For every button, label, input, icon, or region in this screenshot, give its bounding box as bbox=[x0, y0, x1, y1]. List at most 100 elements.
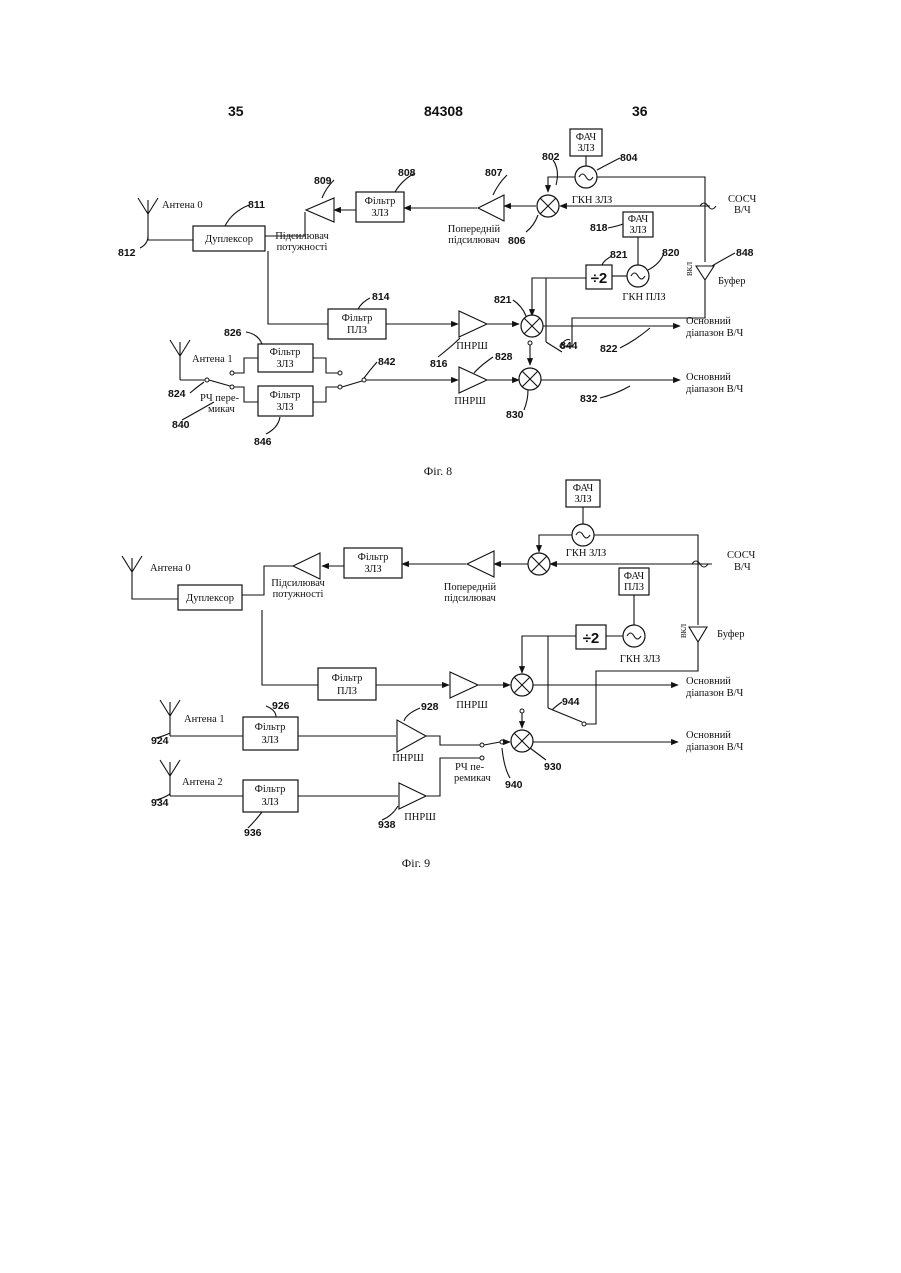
pll-rx-label-1: ФАЧ bbox=[624, 571, 645, 582]
tx-mixer-icon bbox=[528, 553, 550, 575]
lna-label: ПНРШ bbox=[456, 341, 488, 352]
antenna-0-label: Антена 0 bbox=[162, 200, 203, 211]
filter-a-label-1: Фільтр bbox=[255, 722, 286, 733]
filter-tx-label-1: Фільтр bbox=[365, 196, 396, 207]
ref-820: 820 bbox=[662, 247, 680, 259]
preamplifier-icon bbox=[467, 551, 494, 577]
sosch-label-1: СОСЧ bbox=[727, 550, 755, 561]
tx-mixer-icon bbox=[537, 195, 559, 217]
pa-label-1: Підсилювач bbox=[275, 231, 329, 242]
ref-804: 804 bbox=[620, 152, 638, 164]
filter-rx-label-2: ПЛЗ bbox=[347, 325, 367, 336]
pll-tx-label-1: ФАЧ bbox=[576, 132, 597, 143]
preamp-label-1: Попередній bbox=[448, 224, 501, 235]
rx-mixer-icon bbox=[521, 315, 543, 337]
ref-844: 844 bbox=[560, 340, 578, 352]
preamp-label-2: підсилювач bbox=[444, 593, 496, 604]
buffer-tag: ВКЛ bbox=[686, 262, 694, 276]
preamplifier-icon bbox=[478, 195, 504, 221]
out1-label-1: Основний bbox=[686, 316, 731, 327]
out2-label-2: діапазон В/Ч bbox=[686, 384, 744, 395]
duplexer-rx-wire bbox=[268, 251, 328, 324]
preamp-label-1: Попередній bbox=[444, 582, 497, 593]
antenna-2-label: Антена 2 bbox=[182, 777, 223, 788]
filter-a-label-2: ЗЛЗ bbox=[276, 359, 293, 370]
lna-a-icon bbox=[397, 720, 426, 752]
power-amplifier-icon bbox=[306, 198, 334, 222]
ref-928: 928 bbox=[421, 701, 439, 713]
ref-832: 832 bbox=[580, 393, 598, 405]
ref-802: 802 bbox=[542, 151, 560, 163]
filter-b-label-1: Фільтр bbox=[270, 390, 301, 401]
vco-rx-label: ГКН ЗЛЗ bbox=[620, 654, 660, 665]
out1-label-2: діапазон В/Ч bbox=[686, 328, 744, 339]
divider-label: ÷2 bbox=[583, 630, 600, 647]
buffer-icon bbox=[696, 266, 714, 280]
antenna-0-icon bbox=[138, 198, 158, 234]
lna2-label: ПНРШ bbox=[454, 396, 486, 407]
lna-icon bbox=[450, 672, 478, 698]
vco-tx-icon bbox=[575, 166, 597, 188]
out2-label-2: діапазон В/Ч bbox=[686, 742, 744, 753]
ref-846: 846 bbox=[254, 436, 272, 448]
ref-826: 826 bbox=[224, 327, 242, 339]
ref-842: 842 bbox=[378, 356, 396, 368]
buffer-label: Буфер bbox=[718, 276, 745, 287]
duplexer-rx-wire bbox=[262, 610, 318, 685]
antenna0-wire bbox=[132, 594, 178, 599]
ref-818: 818 bbox=[590, 222, 608, 234]
ref-822: 822 bbox=[600, 343, 618, 355]
rf-switch-label-2: микач bbox=[208, 404, 235, 415]
ref-828: 828 bbox=[495, 351, 513, 363]
lna-a-to-switch-wire bbox=[426, 736, 480, 745]
vco-rx-icon bbox=[627, 265, 649, 287]
ref-809: 809 bbox=[314, 175, 332, 187]
ref-930: 930 bbox=[544, 761, 562, 773]
divider-to-mixer-wire bbox=[522, 636, 576, 673]
filter-tx-label-2: ЗЛЗ bbox=[364, 564, 381, 575]
lna-label: ПНРШ bbox=[456, 700, 488, 711]
ref-824: 824 bbox=[168, 388, 186, 400]
rx2-mixer-icon bbox=[519, 368, 541, 390]
filter-a-label-2: ЗЛЗ bbox=[261, 735, 278, 746]
filter-rx-label-1: Фільтр bbox=[332, 673, 363, 684]
antenna-0-icon bbox=[122, 556, 142, 594]
ref-812: 812 bbox=[118, 247, 136, 259]
ref-821-b: 821 bbox=[494, 294, 512, 306]
figure-9-caption: Фіг. 9 bbox=[402, 856, 430, 870]
rf-switch-in-icon bbox=[205, 371, 234, 389]
pll-tx-label-2: ЗЛЗ bbox=[577, 143, 594, 154]
rf-switch-icon bbox=[480, 740, 504, 760]
buffer-label: Буфер bbox=[717, 629, 744, 640]
lna-a-label: ПНРШ bbox=[392, 753, 424, 764]
filter-tx-label-2: ЗЛЗ bbox=[371, 208, 388, 219]
antenna-1-icon bbox=[170, 340, 190, 380]
vco-rx-label: ГКН ПЛЗ bbox=[622, 292, 665, 303]
pll-tx-label-1: ФАЧ bbox=[573, 483, 594, 494]
rf-switch-label-1: РЧ пе- bbox=[455, 762, 485, 773]
pll-tx-label-2: ЗЛЗ bbox=[574, 494, 591, 505]
lo-switch-icon bbox=[520, 708, 586, 728]
figure-9: ФАЧ ЗЛЗ ГКН ЗЛЗ Антена 0 Дуплексор Підси… bbox=[122, 480, 755, 870]
out2-label-1: Основний bbox=[686, 372, 731, 383]
figure-8-caption: Фіг. 8 bbox=[424, 464, 452, 478]
ref-938: 938 bbox=[378, 819, 396, 831]
vco-tx-label: ГКН ЗЛЗ bbox=[572, 195, 612, 206]
vco-tx-icon bbox=[572, 524, 594, 546]
ref-926: 926 bbox=[272, 700, 290, 712]
vco-to-mixer-wire bbox=[548, 177, 575, 192]
ref-944: 944 bbox=[562, 696, 580, 708]
ref-924: 924 bbox=[151, 735, 169, 747]
filter-rx-label-2: ПЛЗ bbox=[337, 686, 357, 697]
divider-to-mixer-wire bbox=[532, 278, 586, 316]
buffer-icon bbox=[689, 627, 707, 642]
rx2-mixer-icon bbox=[511, 730, 533, 752]
ref-807: 807 bbox=[485, 167, 503, 179]
sosch-label-2: В/Ч bbox=[734, 205, 751, 216]
lna-b-label: ПНРШ bbox=[404, 812, 436, 823]
vco-rx-icon bbox=[623, 625, 645, 647]
filter-b-label-2: ЗЛЗ bbox=[261, 797, 278, 808]
antenna-0-label: Антена 0 bbox=[150, 563, 191, 574]
duplexer-label: Дуплексор bbox=[186, 593, 234, 604]
